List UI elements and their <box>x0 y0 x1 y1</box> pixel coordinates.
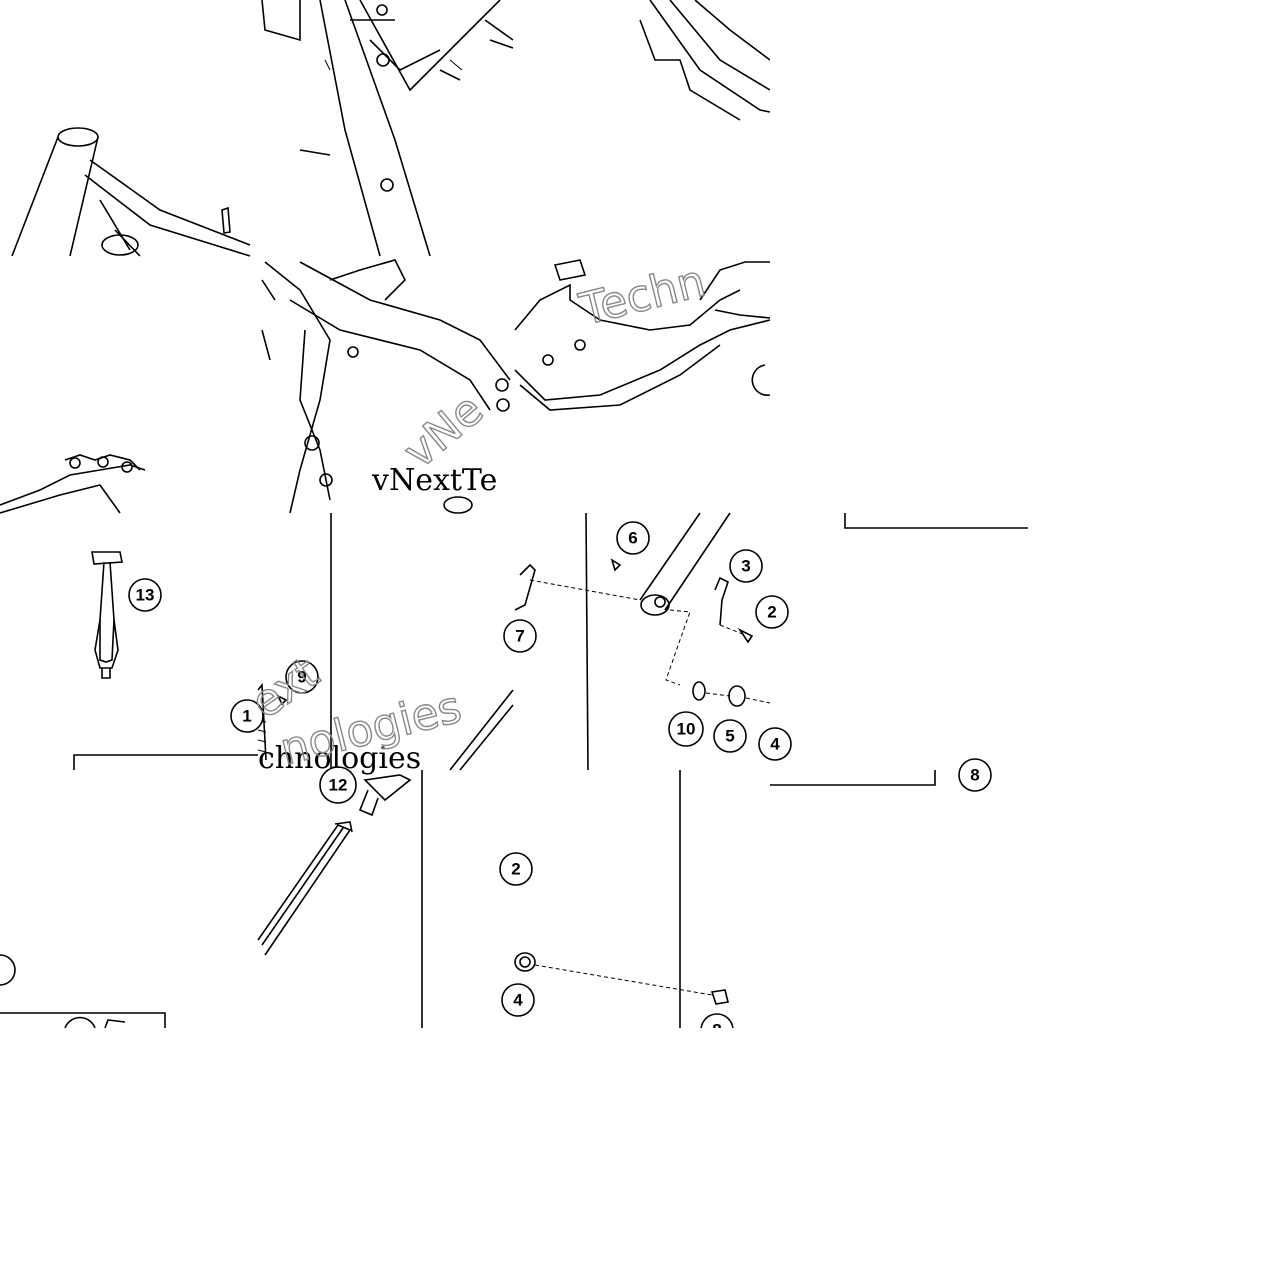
bracket-lines-right <box>770 513 1028 786</box>
callout-10: 10 <box>668 711 704 747</box>
callout-4a: 4 <box>758 727 792 761</box>
callout-1: 1 <box>230 699 264 733</box>
svg-text:7: 7 <box>515 627 524 646</box>
callout-6: 6 <box>616 521 650 555</box>
frame-upper-right-drawing <box>639 0 771 121</box>
bracket-lines-bottom <box>0 770 681 1028</box>
watermark-outline-1: Techn <box>574 256 710 336</box>
callout-2b: 2 <box>499 852 533 886</box>
rod-drawing-lower <box>257 821 353 956</box>
callout-9: 9 <box>285 660 319 694</box>
svg-text:12: 12 <box>329 776 348 795</box>
frame-swingarm-pivot-drawing <box>0 454 146 514</box>
svg-text:2: 2 <box>511 860 520 879</box>
callout-8: 8 <box>958 758 992 792</box>
svg-text:6: 6 <box>628 529 637 548</box>
svg-text:10: 10 <box>677 720 696 739</box>
svg-text:4: 4 <box>513 991 523 1010</box>
frame-upper-center-drawing <box>261 0 514 257</box>
svg-text:8: 8 <box>970 766 979 785</box>
watermark-serif-text-2: chnologies <box>258 741 421 776</box>
callout-2a: 2 <box>755 595 789 629</box>
grommet-and-bolt-drawing <box>514 952 729 1005</box>
svg-text:2: 2 <box>767 603 776 622</box>
bracket-lines-left <box>73 513 332 770</box>
callout-7: 7 <box>503 619 537 653</box>
watermark-serif-text: vNextTe <box>371 463 497 498</box>
callout-5: 5 <box>713 719 747 753</box>
frame-rear-subframe-drawing <box>514 259 771 411</box>
callout-12: 12 <box>319 766 357 804</box>
frame-head-tube-drawing <box>11 127 251 257</box>
svg-text:9: 9 <box>297 668 306 687</box>
mount-assembly-drawing <box>514 512 771 771</box>
clip-part-12-drawing <box>358 774 412 817</box>
svg-text:1: 1 <box>242 707 251 726</box>
callout-4b: 4 <box>501 983 535 1017</box>
svg-text:13: 13 <box>136 586 155 605</box>
svg-text:3: 3 <box>741 557 750 576</box>
frame-downtube-drawing <box>261 259 511 514</box>
rod-drawing-upper <box>449 689 514 771</box>
svg-text:4: 4 <box>770 735 780 754</box>
callout-3: 3 <box>729 549 763 583</box>
tool-13-drawing <box>91 551 123 679</box>
svg-text:5: 5 <box>725 727 734 746</box>
left-edge-callout-arcs <box>0 954 126 1029</box>
callout-13: 13 <box>128 578 162 612</box>
